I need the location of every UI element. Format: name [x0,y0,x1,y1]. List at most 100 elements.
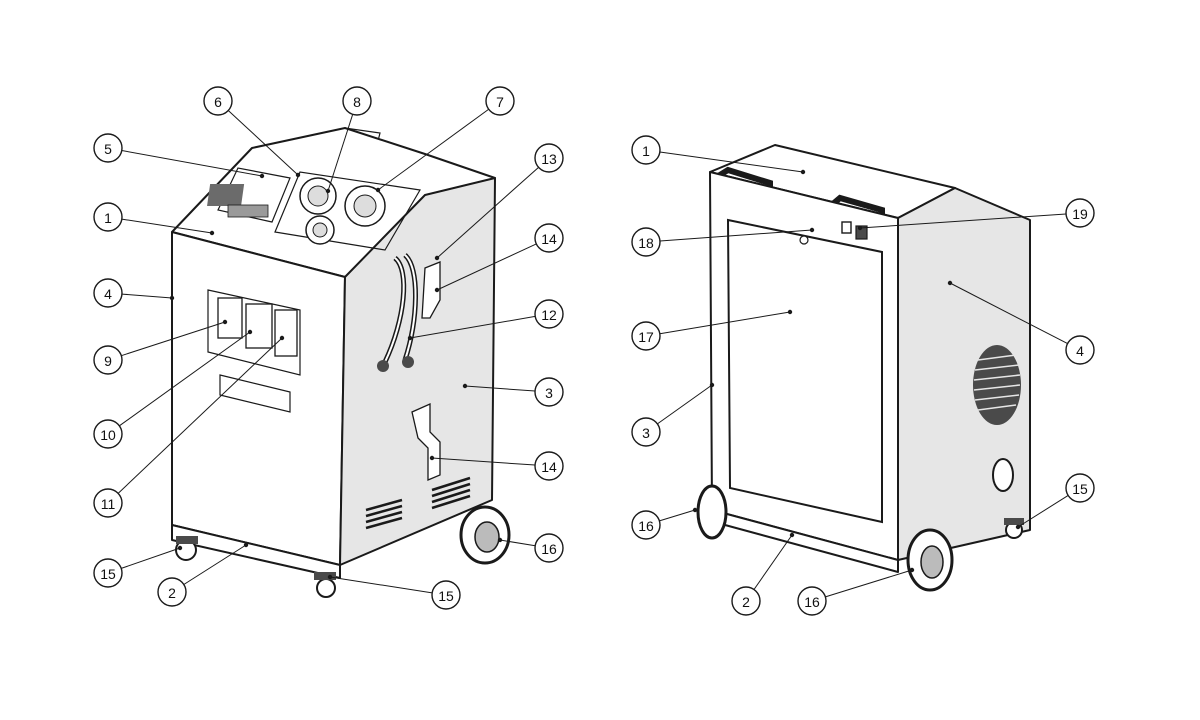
leader-dot [692,507,698,513]
rear-fan-grille [973,345,1021,425]
callout-number: 3 [642,425,650,441]
front-callout: 15 [327,574,461,610]
front-callout: 13 [434,143,564,261]
leader-dot [295,172,301,178]
callout-circle [431,580,461,610]
rear-view [696,144,1031,592]
rear-callout: 3 [631,382,715,447]
callout-number: 14 [541,231,557,247]
leader-line [121,293,173,299]
rear-callout: 15 [1015,473,1095,530]
front-callout: 9 [93,319,228,375]
callout-number: 13 [541,151,557,167]
callout-number: 17 [638,329,654,345]
callout-circle [342,86,372,116]
rear-callout: 17 [631,309,793,351]
hook-lower [411,402,441,481]
leader-line [1017,495,1069,528]
rear-callout: 4 [947,280,1095,365]
callout-circle [93,345,123,375]
bottle-1 [217,297,243,339]
display-screen [207,184,245,206]
hoses-core [384,257,405,363]
leader-dot [325,188,331,194]
leader-dot [407,335,413,341]
rear-port [992,458,1014,492]
front-callout: 2 [157,542,249,607]
front-base [171,524,341,579]
leader-line [121,218,213,234]
rear-inner-panel [726,218,883,524]
callout-number: 4 [1076,343,1084,359]
leader-dot [434,287,440,293]
rear-bevel [954,187,1031,221]
callout-circle [1065,198,1095,228]
front-callout: 7 [375,86,515,193]
leader-line [329,576,433,594]
callout-circle [631,321,661,351]
callout-circle [93,278,123,308]
leader-line [859,213,1067,229]
rear-fan-slats [973,354,1021,411]
leader-line [377,108,489,191]
callout-circle [157,577,187,607]
callout-circle [631,227,661,257]
callout-number: 9 [104,353,112,369]
callout-circle [797,586,827,616]
front-callout: 14 [429,451,564,481]
leader-line [659,229,813,242]
rear-callout: 2 [731,532,795,616]
callout-number: 10 [100,427,116,443]
leader-line [121,321,226,357]
rear-callout: 19 [857,198,1095,231]
callout-number: 7 [496,94,504,110]
rear-switch-18 [841,221,852,234]
leader-line [117,337,283,494]
leader-line [409,315,536,339]
leader-dot [787,309,793,315]
callout-circle [534,451,564,481]
callout-number: 15 [1072,481,1088,497]
front-callout: 10 [93,329,253,449]
leader-line [499,539,536,547]
leader-line [183,544,247,585]
leader-dot [222,319,228,325]
callout-number: 16 [804,594,820,610]
hook-upper [421,261,441,319]
callout-circle [534,143,564,173]
leader-dot [247,329,253,335]
keypad [227,204,269,218]
callout-circle [93,488,123,518]
leader-line [436,243,537,291]
callout-number: 4 [104,286,112,302]
callout-number: 15 [100,566,116,582]
front-top-bevel-2 [424,177,496,196]
rear-callout: 1 [631,135,806,175]
callout-circle [203,86,233,116]
rear-callout: 16 [797,567,915,616]
leader-dot [375,187,381,193]
callout-number: 14 [541,459,557,475]
callout-circle [93,202,123,232]
hose-coupler-1 [377,360,389,372]
callout-circle [93,133,123,163]
leader-dot [209,230,215,236]
leader-line [657,384,713,425]
callout-circle [93,558,123,588]
leader-line [327,114,354,192]
callout-circle [534,533,564,563]
callout-number: 3 [545,385,553,401]
rear-left-wheel [696,484,728,540]
leader-line [464,385,536,392]
leader-dot [327,574,333,580]
leader-line [949,282,1068,345]
leader-line [119,331,251,427]
callout-circle [534,223,564,253]
callout-circle [485,86,515,116]
hoses-core-2 [404,254,417,361]
leader-line [825,569,913,598]
front-vent-right [431,476,471,510]
leader-dot [177,545,183,551]
leader-line [121,547,181,569]
rear-right-wheel-hub [920,545,944,579]
